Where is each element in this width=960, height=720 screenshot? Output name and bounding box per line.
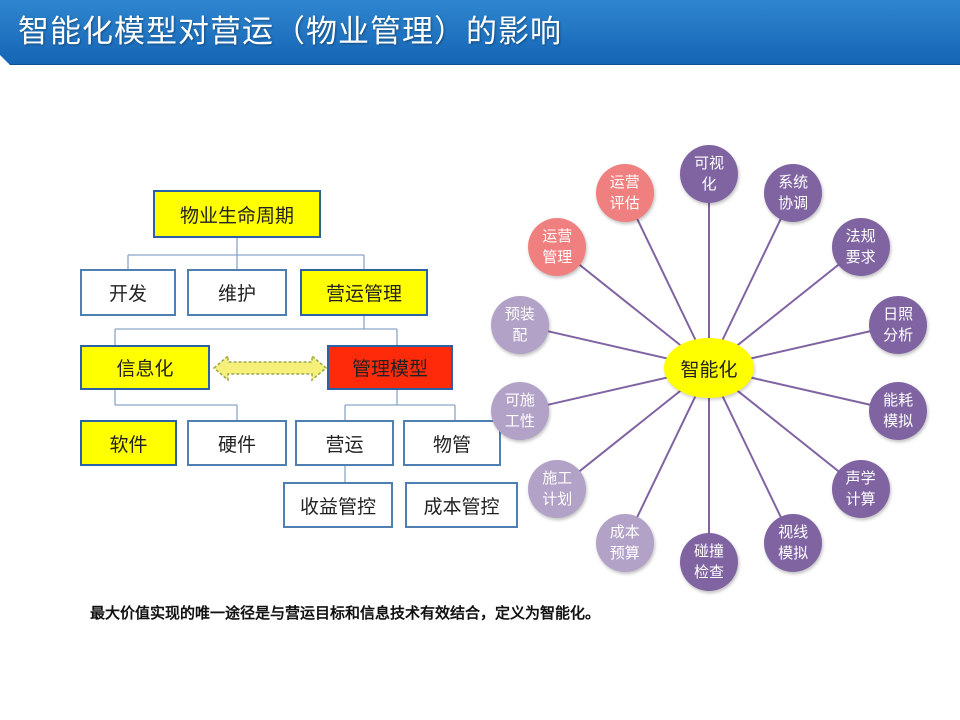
tree-root: 物业生命周期 bbox=[153, 190, 321, 238]
wheel-node-clash: 碰撞 检查 bbox=[680, 533, 738, 591]
tree-maintain: 维护 bbox=[187, 269, 287, 316]
wheel-node-op-mgmt: 运营 管理 bbox=[528, 218, 587, 277]
wheel-node-system-coord: 系统 协调 bbox=[764, 164, 823, 223]
wheel-node-budget: 成本 预算 bbox=[595, 513, 654, 572]
tree-cost: 成本管控 bbox=[405, 482, 518, 528]
conclusion-text: 最大价值实现的唯一途径是与营运目标和信息技术有效结合，定义为智能化。 bbox=[90, 604, 601, 622]
wheel-node-constructability: 可施 工性 bbox=[490, 382, 549, 441]
wheel-node-construction-plan: 施工 计划 bbox=[528, 459, 587, 518]
tree-operations: 营运管理 bbox=[300, 269, 428, 316]
title-bar-corner bbox=[0, 55, 10, 65]
tree-dev: 开发 bbox=[80, 269, 176, 316]
wheel-node-sunlight: 日照 分析 bbox=[869, 295, 928, 354]
spoke-budget bbox=[623, 367, 710, 544]
wheel-node-energy: 能耗 模拟 bbox=[869, 382, 928, 441]
title-bar: 智能化模型对营运（物业管理）的影响 bbox=[0, 0, 960, 65]
tree-software: 软件 bbox=[80, 420, 177, 466]
wheel-node-visual: 可视 化 bbox=[680, 145, 738, 203]
wheel-node-acoustic: 声学 计算 bbox=[831, 459, 890, 518]
wheel-center: 智能化 bbox=[664, 338, 754, 398]
tree-hardware: 硬件 bbox=[187, 420, 287, 466]
spoke-sightline bbox=[708, 367, 795, 544]
page-title: 智能化模型对营运（物业管理）的影响 bbox=[18, 14, 562, 50]
wheel-node-prefab: 预装 配 bbox=[490, 295, 549, 354]
wheel-node-regulation: 法规 要求 bbox=[831, 218, 890, 277]
wheel-node-op-eval: 运营 评估 bbox=[595, 164, 654, 223]
tree-revenue: 收益管控 bbox=[283, 482, 393, 528]
tree-property: 物管 bbox=[403, 420, 501, 466]
tree-model: 管理模型 bbox=[327, 345, 453, 390]
wheel-node-sightline: 视线 模拟 bbox=[764, 513, 823, 572]
tree-op: 营运 bbox=[295, 420, 394, 466]
double-arrow bbox=[212, 354, 328, 382]
tree-info: 信息化 bbox=[80, 345, 210, 390]
